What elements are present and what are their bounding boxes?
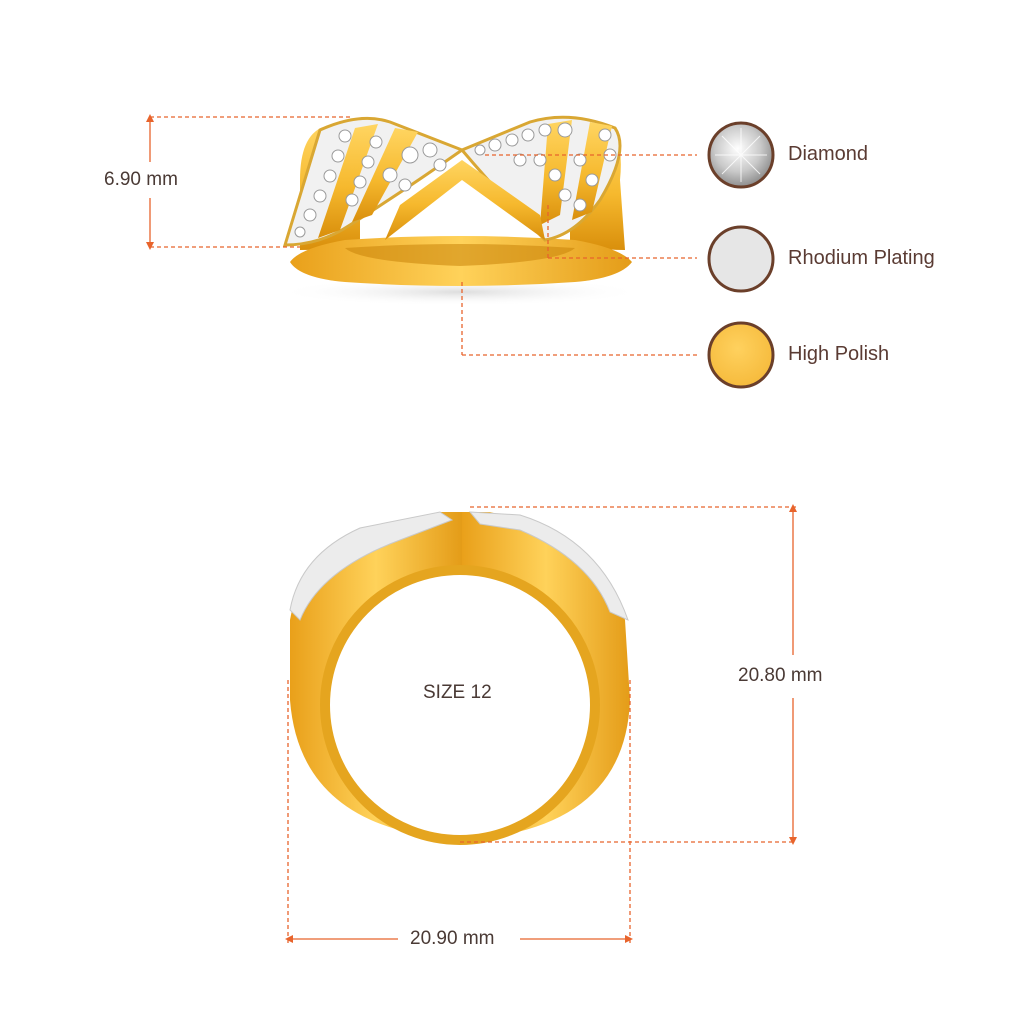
legend-swatches: [707, 121, 775, 389]
ring-top-view: [275, 115, 645, 306]
arrow-up-icon: [146, 114, 154, 122]
dimension-lines: [149, 116, 796, 945]
pave-diamonds: [294, 122, 617, 238]
legend-label-diamond: Diamond: [788, 143, 869, 165]
left-bar-1: [318, 124, 378, 238]
arrow-down-icon: [789, 837, 797, 845]
pave-top-left: [289, 511, 454, 621]
ring-inner: [332, 577, 588, 833]
ring-front-view: [289, 511, 630, 845]
gold-swatch-icon: [707, 321, 775, 389]
diamond-facets: [715, 128, 767, 182]
dimension-ring-height: 20.80 mm: [738, 665, 823, 686]
size-label: SIZE 12: [423, 682, 492, 703]
dimension-ring-width: 20.90 mm: [410, 928, 495, 949]
legend-label-polish: High Polish: [788, 343, 890, 365]
arrow-down-icon: [146, 242, 154, 250]
rhodium-swatch-icon: [707, 225, 775, 293]
dimension-arrows: [146, 114, 797, 943]
dimension-height-top: 6.90 mm: [104, 169, 178, 190]
shank-inner: [345, 244, 575, 266]
legend-label-rhodium: Rhodium Plating: [788, 247, 935, 269]
center-v-band: [385, 160, 545, 240]
arrow-up-icon: [789, 504, 797, 512]
pave-top-right: [468, 511, 629, 621]
right-bar-2: [572, 122, 612, 220]
arrow-right-icon: [625, 935, 633, 943]
ring-shadow: [275, 278, 645, 306]
arrow-left-icon: [285, 935, 293, 943]
